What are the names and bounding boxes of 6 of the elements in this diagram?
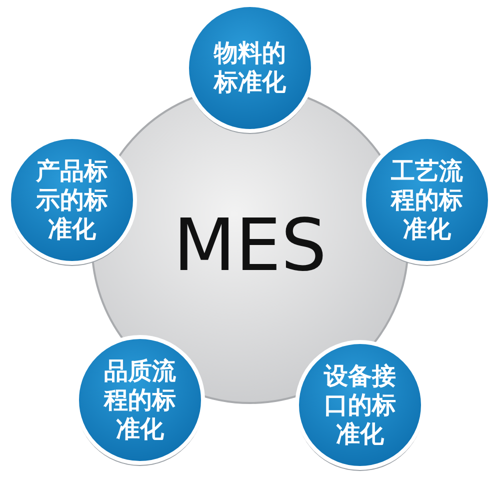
topic-label: 品质流程的标准化 [102,356,177,444]
hub-label: MES [173,203,327,287]
topic-label: 工艺流程的标准化 [390,156,464,244]
topic-label: 设备接口的标准化 [322,362,397,448]
topic-label: 产品标示的标准化 [34,156,109,244]
topic-label: 物料的标准化 [212,39,287,97]
